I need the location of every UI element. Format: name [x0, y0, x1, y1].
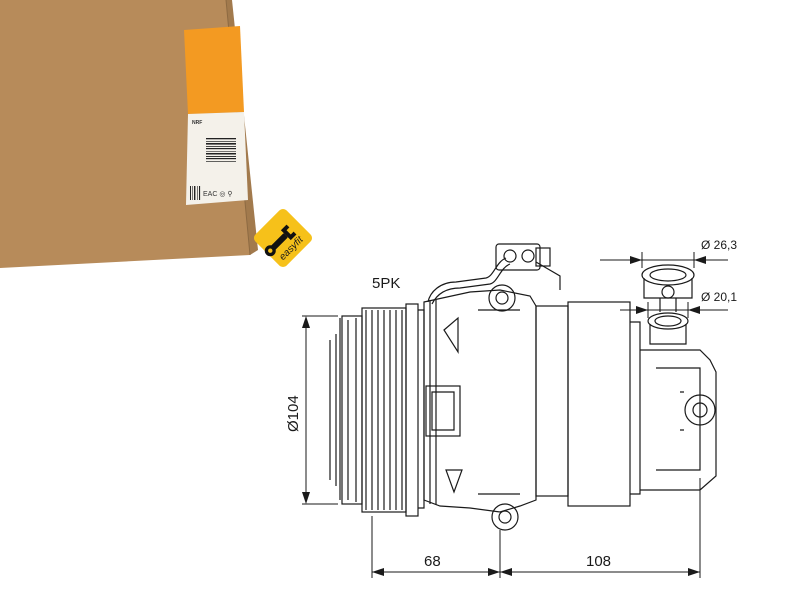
pulley-clutch: [329, 303, 425, 517]
port-diameter-label-1: Ø 26,3: [701, 238, 737, 252]
label-barcode-bottom: [190, 186, 201, 200]
package-box: NRF EAC ◎ ⚲: [0, 0, 258, 268]
shipping-label: NRF EAC ◎ ⚲: [184, 26, 248, 205]
belt-type-label: 5PK: [372, 275, 400, 292]
dimension-lines: [302, 252, 728, 578]
electrical-connector: [427, 243, 561, 305]
pulley-diameter-label: Ø104: [285, 395, 302, 432]
front-housing: [423, 284, 537, 531]
length-label-1: 68: [424, 553, 441, 570]
compressor-body: [535, 301, 717, 507]
label-brand-logo: NRF: [192, 120, 202, 126]
easyfit-badge: easyfit: [253, 208, 313, 268]
refrigerant-ports: [641, 264, 695, 345]
length-label-2: 108: [586, 553, 611, 570]
label-barcode: [206, 138, 236, 162]
compressor-drawing: [302, 243, 728, 578]
label-certification-marks: EAC ◎ ⚲: [203, 190, 233, 198]
label-orange-band: [184, 26, 244, 114]
port-diameter-label-2: Ø 20,1: [701, 290, 737, 304]
